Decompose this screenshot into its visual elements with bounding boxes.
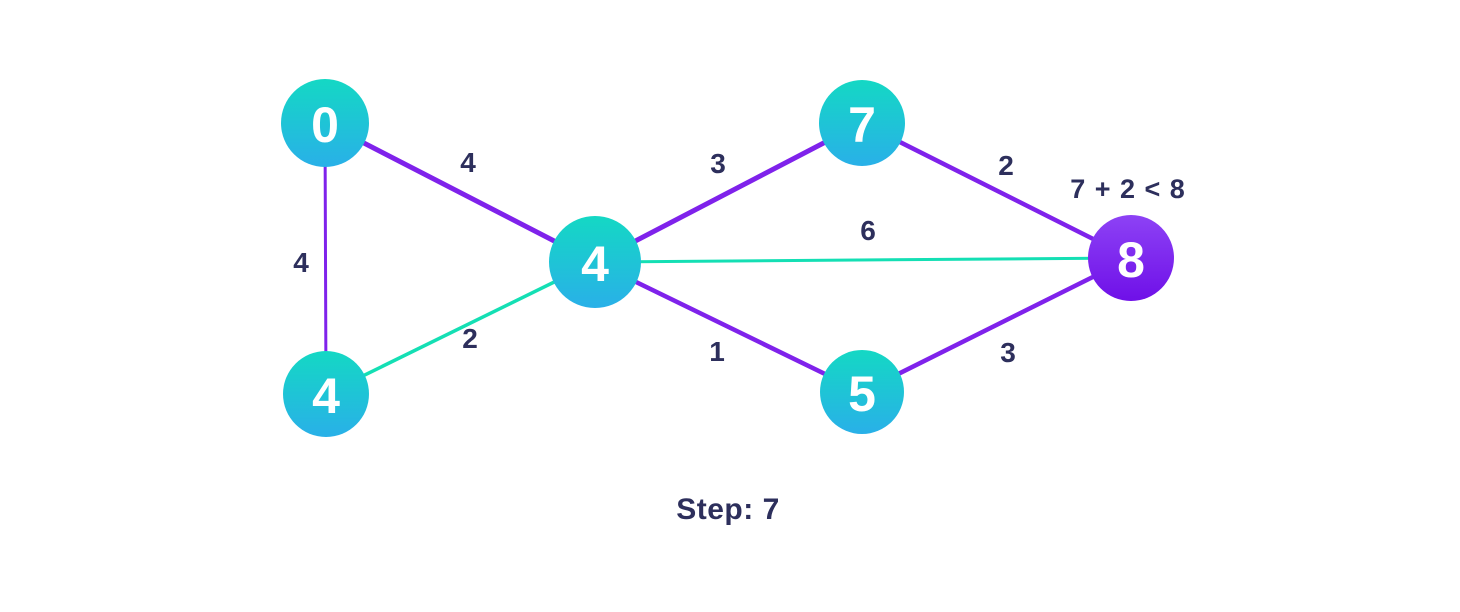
- node-circle: [820, 350, 904, 434]
- node-circle: [819, 80, 905, 166]
- edge-weight-label: 2: [998, 150, 1014, 181]
- step-counter-label: Step: 7: [676, 493, 780, 526]
- edges-layer: 4 4 2 3 6 1 2 3: [293, 120, 1134, 396]
- node-label: 4: [581, 236, 609, 292]
- nodes-layer: 0 4 4 7 5 8: [281, 79, 1174, 437]
- edge-n0-n4c: [322, 120, 598, 265]
- edge-weight-label: 4: [460, 147, 476, 178]
- node-label: 5: [848, 366, 876, 422]
- edge-n0-n4b: [323, 121, 328, 396]
- node-label: 7: [848, 97, 876, 153]
- edge-weight-label: 6: [860, 215, 876, 246]
- node-circle: [549, 216, 641, 308]
- edge-n4c-n5: [592, 259, 865, 395]
- node-label: 8: [1117, 232, 1145, 288]
- edge-weight-label: 3: [710, 148, 726, 179]
- edge-n4b-n4c: [324, 260, 597, 396]
- node-circle: [1088, 215, 1174, 301]
- graph-node-n7: 7: [819, 80, 905, 166]
- edge-weight-label: 1: [709, 336, 725, 367]
- relaxation-annotation: 7 + 2 < 8: [1070, 174, 1186, 204]
- edge-n5-n8: [859, 255, 1134, 395]
- node-label: 0: [311, 97, 339, 153]
- edge-weight-label: 4: [293, 247, 309, 278]
- node-circle: [283, 351, 369, 437]
- graph-node-n4b: 4: [283, 351, 369, 437]
- graph-node-n0: 0: [281, 79, 369, 167]
- graph-node-n4c: 4: [549, 216, 641, 308]
- graph-node-n5: 5: [820, 350, 904, 434]
- node-label: 4: [312, 368, 340, 424]
- edge-weight-label: 2: [462, 323, 478, 354]
- edge-n4c-n8: [593, 256, 1133, 264]
- edge-n7-n8: [859, 120, 1134, 261]
- edge-n4c-n7: [592, 120, 865, 265]
- graph-node-n8: 8: [1088, 215, 1174, 301]
- edge-weight-label: 3: [1000, 337, 1016, 368]
- node-circle: [281, 79, 369, 167]
